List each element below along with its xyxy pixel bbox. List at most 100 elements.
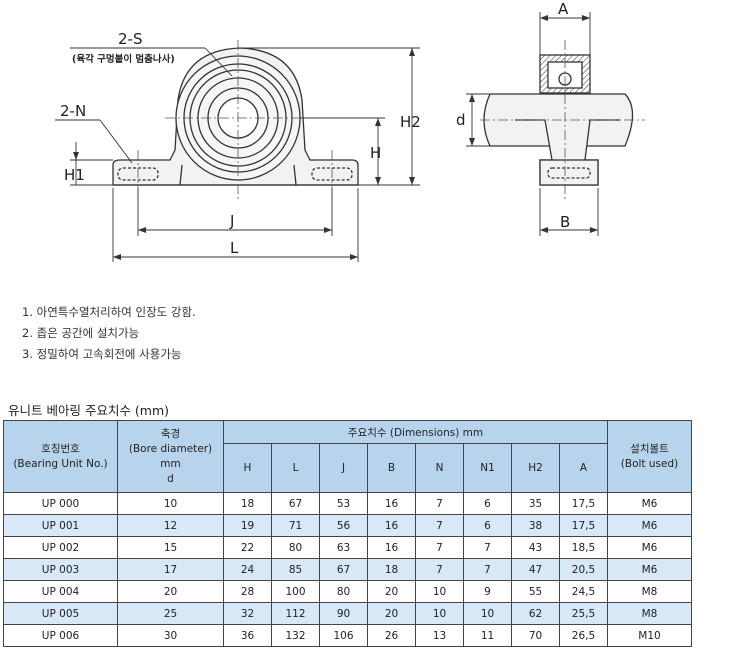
table-cell: 132	[271, 624, 320, 647]
table-cell: 6	[463, 492, 512, 515]
table-cell: 90	[319, 602, 368, 625]
table-cell: 17,5	[559, 492, 608, 515]
label-2s-note: (육각 구멍붙이 멈춤나사)	[72, 53, 175, 65]
table-cell: 85	[271, 558, 320, 581]
table-title: 유니트 베아링 주요치수 (mm)	[8, 403, 170, 418]
table-cell: M6	[607, 492, 692, 515]
table-cell: UP 002	[3, 536, 118, 559]
table-cell: 10	[415, 580, 464, 603]
front-view	[112, 47, 359, 186]
table-cell: M6	[607, 514, 692, 537]
table-cell: 13	[415, 624, 464, 647]
table-cell: 28	[223, 580, 272, 603]
label-j: J	[229, 212, 234, 230]
note-item: 1. 아연특수열처리하여 인장도 강함.	[22, 305, 196, 319]
table-cell: 70	[511, 624, 560, 647]
table-cell: 30	[117, 624, 224, 647]
table-cell: 12	[117, 514, 224, 537]
table-cell: 80	[319, 580, 368, 603]
table-cell: 63	[319, 536, 368, 559]
table-cell: 6	[463, 514, 512, 537]
table-cell: 67	[319, 558, 368, 581]
table-cell: 7	[415, 492, 464, 515]
table-cell: 20	[117, 580, 224, 603]
table-cell: 17	[117, 558, 224, 581]
table-cell: M6	[607, 536, 692, 559]
table-cell: 53	[319, 492, 368, 515]
table-cell: 106	[319, 624, 368, 647]
col-header-dim: B	[367, 443, 416, 493]
table-cell: UP 005	[3, 602, 118, 625]
table-cell: 36	[223, 624, 272, 647]
col-header-unit: 호칭번호(Bearing Unit No.)	[3, 420, 118, 493]
col-header-dim: N1	[463, 443, 512, 493]
label-h2: H2	[400, 113, 421, 131]
table-cell: 18	[223, 492, 272, 515]
table-cell: 17,5	[559, 514, 608, 537]
table-cell: 7	[463, 536, 512, 559]
label-a: A	[558, 0, 569, 18]
table-cell: 20	[367, 602, 416, 625]
col-header-bolt: 설치볼트(Bolt used)	[607, 420, 692, 493]
table-cell: 7	[415, 558, 464, 581]
table-cell: M8	[607, 580, 692, 603]
table-cell: 18	[367, 558, 416, 581]
table-cell: 10	[463, 602, 512, 625]
table-cell: 15	[117, 536, 224, 559]
table-cell: 62	[511, 602, 560, 625]
label-2n: 2-N	[60, 102, 86, 120]
label-d: d	[456, 111, 466, 129]
table-cell: 7	[415, 514, 464, 537]
table-cell: 24	[223, 558, 272, 581]
table-cell: M10	[607, 624, 692, 647]
table-cell: 19	[223, 514, 272, 537]
note-item: 3. 정밀하여 고속회전에 사용가능	[22, 347, 182, 361]
table-cell: 18,5	[559, 536, 608, 559]
table-cell: 43	[511, 536, 560, 559]
dimension-table: 호칭번호(Bearing Unit No.) 축경(Bore diameter)…	[3, 420, 692, 647]
pillow-block-drawing: 2-S (육각 구멍붙이 멈춤나사) 2-N H1 H H2 J L	[55, 0, 645, 262]
label-b: B	[560, 213, 570, 231]
table-cell: 7	[415, 536, 464, 559]
table-cell: 16	[367, 536, 416, 559]
label-h1: H1	[64, 166, 85, 184]
col-header-dim: A	[559, 443, 608, 493]
table-cell: 24,5	[559, 580, 608, 603]
col-header-dim: J	[319, 443, 368, 493]
table-cell: 7	[463, 558, 512, 581]
note-item: 2. 좁은 공간에 설치가능	[22, 326, 140, 340]
table-cell: 16	[367, 492, 416, 515]
table-cell: UP 004	[3, 580, 118, 603]
table-cell: UP 006	[3, 624, 118, 647]
table-cell: 56	[319, 514, 368, 537]
table-cell: 20,5	[559, 558, 608, 581]
table-cell: UP 003	[3, 558, 118, 581]
table-cell: 26,5	[559, 624, 608, 647]
table-cell: 11	[463, 624, 512, 647]
table-cell: M8	[607, 602, 692, 625]
col-header-dimensions: 주요치수 (Dimensions) mm	[223, 420, 608, 444]
label-l: L	[230, 239, 239, 257]
table-cell: 80	[271, 536, 320, 559]
table-cell: 71	[271, 514, 320, 537]
col-header-dim: L	[271, 443, 320, 493]
table-cell: 16	[367, 514, 416, 537]
table-cell: 55	[511, 580, 560, 603]
table-cell: 26	[367, 624, 416, 647]
col-header-dim: H	[223, 443, 272, 493]
table-cell: 25	[117, 602, 224, 625]
table-cell: 112	[271, 602, 320, 625]
label-h: H	[370, 144, 381, 162]
table-cell: M6	[607, 558, 692, 581]
table-cell: 10	[415, 602, 464, 625]
table-cell: 32	[223, 602, 272, 625]
table-cell: 67	[271, 492, 320, 515]
table-cell: UP 001	[3, 514, 118, 537]
